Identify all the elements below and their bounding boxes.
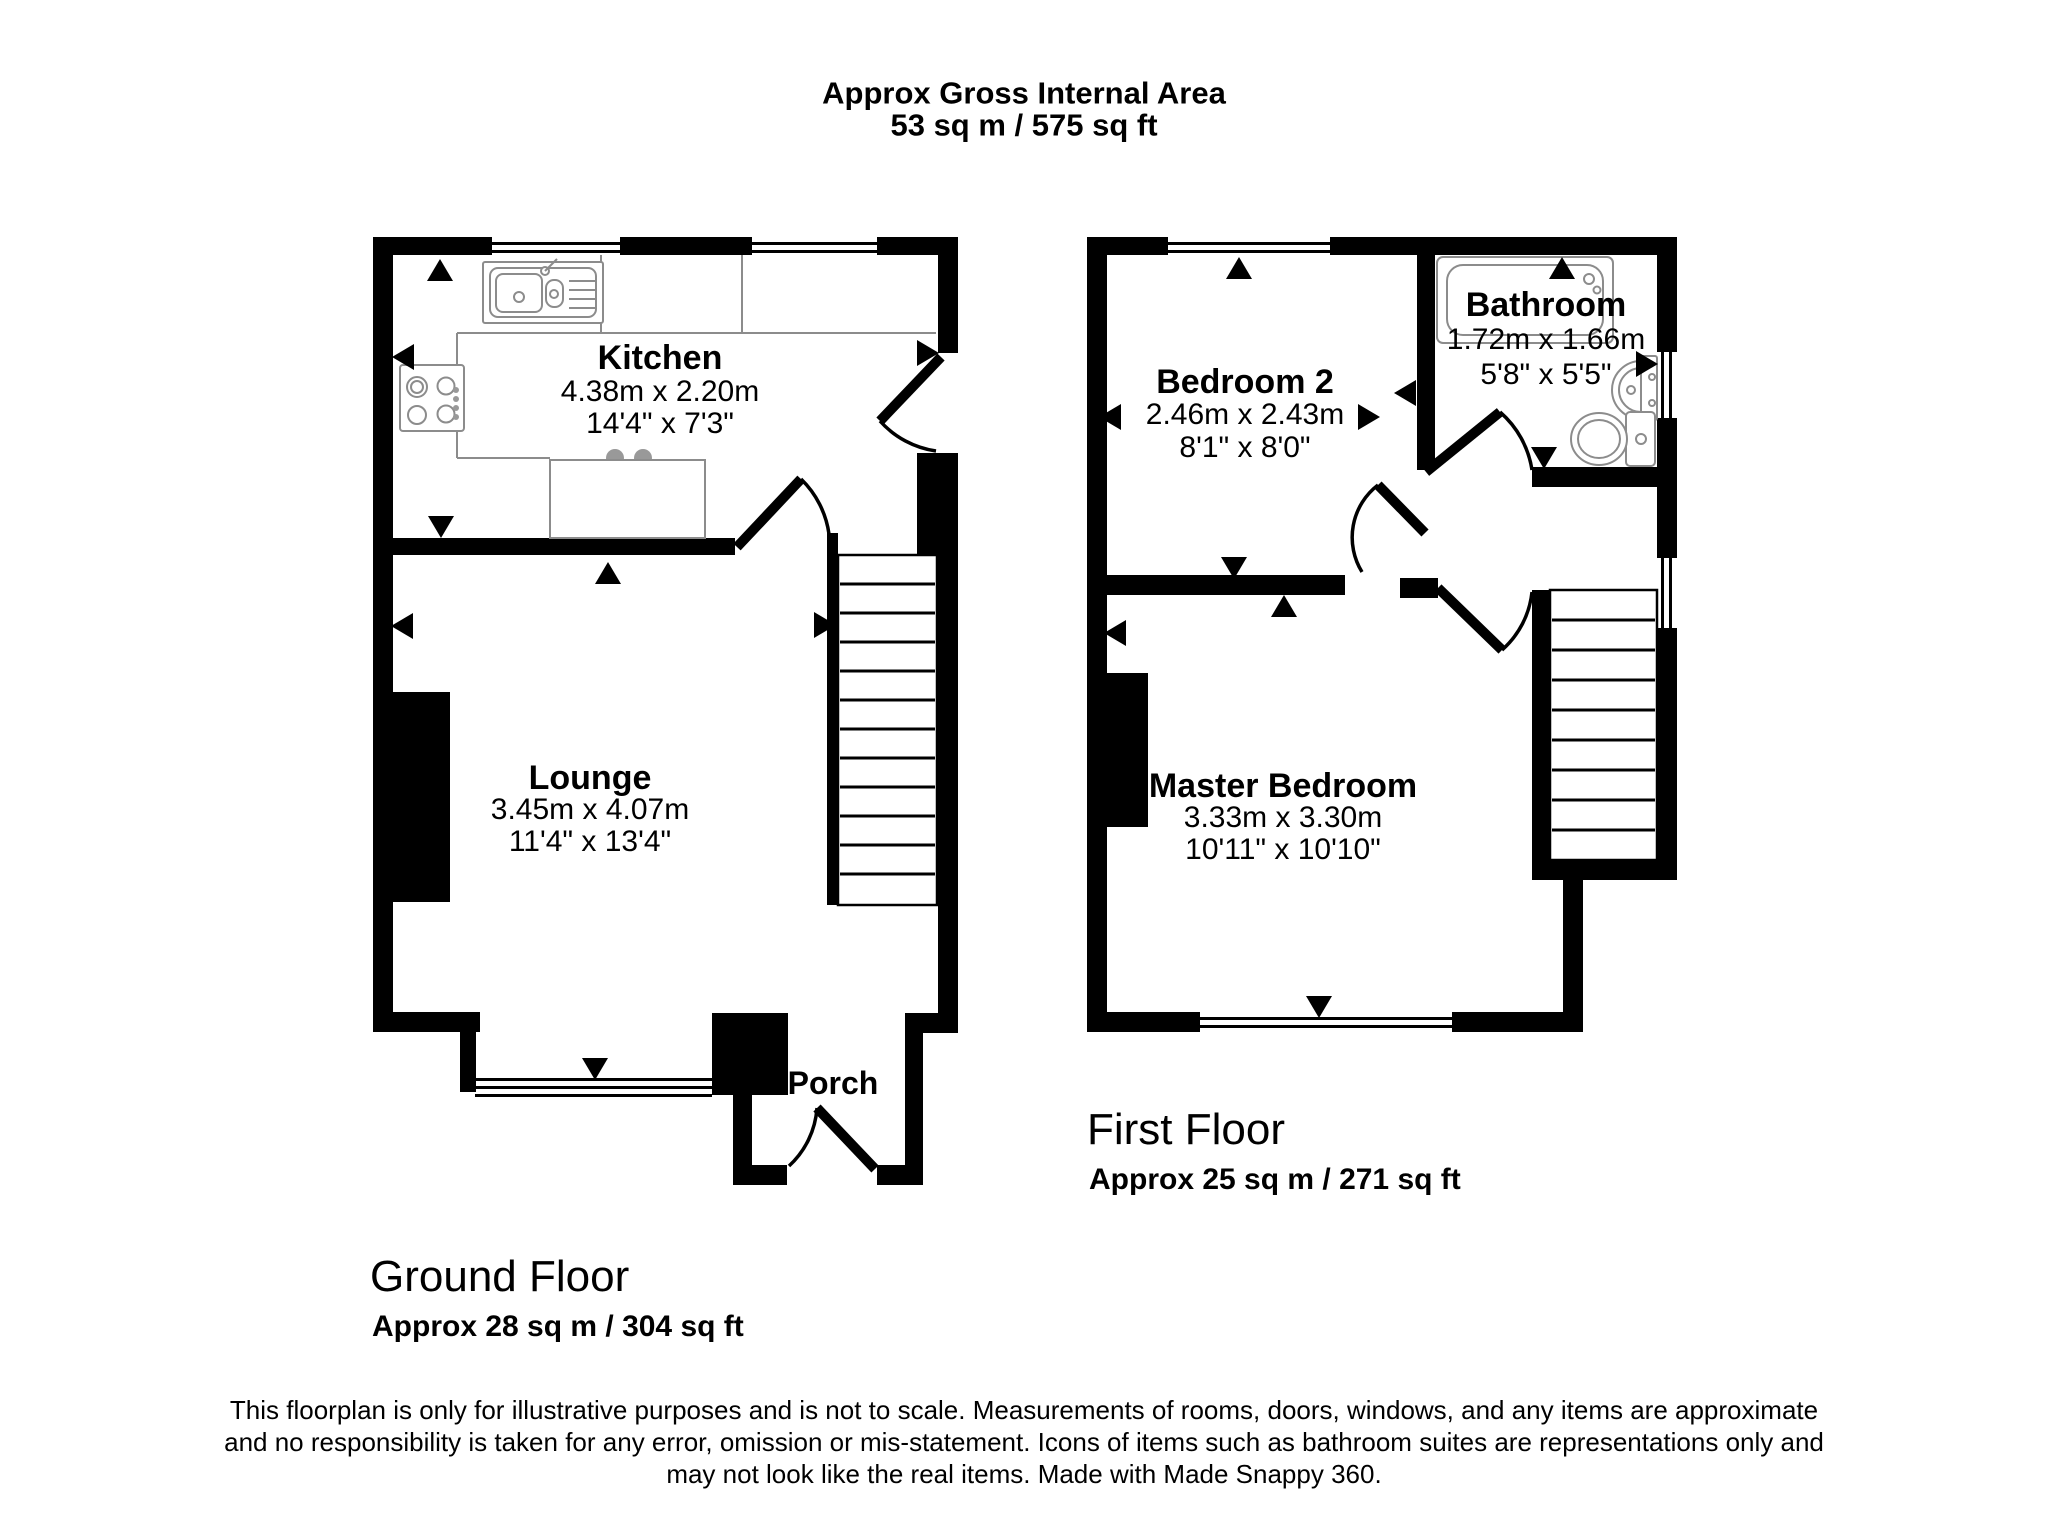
room-dim-lounge-metric: 3.45m x 4.07m: [490, 793, 690, 826]
room-dim-master-metric: 3.33m x 3.30m: [1183, 801, 1383, 834]
wall: [938, 237, 958, 353]
toilet-icon: [1570, 411, 1656, 467]
wall: [827, 533, 838, 905]
room-dim-lounge-imperial: 11'4" x 13'4": [508, 825, 672, 858]
first-floor-area: Approx 25 sq m / 271 sq ft: [1089, 1163, 1461, 1196]
viewpoint-arrow-icon: [428, 516, 454, 538]
viewpoint-arrow-icon: [1636, 351, 1658, 377]
disclaimer-line2: and no responsibility is taken for any e…: [224, 1427, 1824, 1457]
wall: [1532, 590, 1550, 880]
wall: [1532, 860, 1677, 880]
wall: [1400, 578, 1438, 598]
viewpoint-arrow-icon: [1271, 595, 1297, 617]
wall: [905, 1013, 958, 1033]
room-dim-kitchen-metric: 4.38m x 2.20m: [560, 375, 760, 408]
door-arc-icon: [1434, 584, 1534, 654]
viewpoint-arrow-icon: [1306, 996, 1332, 1018]
viewpoint-arrow-icon: [427, 259, 453, 281]
viewpoint-arrow-icon: [1226, 257, 1252, 279]
viewpoint-arrow-icon: [1099, 404, 1121, 430]
room-dim-master-imperial: 10'11" x 10'10": [1185, 833, 1381, 866]
wall: [1563, 880, 1583, 1032]
room-dim-bedroom2-metric: 2.46m x 2.43m: [1145, 398, 1345, 431]
window-icon: [1657, 558, 1677, 628]
first-floor-title: First Floor: [1087, 1105, 1285, 1154]
ground-floor-plan: [373, 237, 958, 1185]
door-arc-icon: [1350, 481, 1429, 573]
room-label-porch: Porch: [787, 1065, 879, 1101]
first-floor-plan: [1087, 237, 1677, 1032]
wall: [938, 555, 958, 1013]
viewpoint-arrow-icon: [1394, 380, 1416, 406]
wall: [877, 1165, 923, 1185]
disclaimer-line3: may not look like the real items. Made w…: [666, 1459, 1382, 1489]
room-label-bathroom: Bathroom: [1465, 286, 1627, 324]
viewpoint-arrow-icon: [1104, 620, 1126, 646]
chimney-breast: [1107, 673, 1148, 827]
wall: [712, 1013, 788, 1095]
viewpoint-arrow-icon: [582, 1058, 608, 1080]
viewpoint-arrow-icon: [1221, 557, 1247, 579]
room-dim-kitchen-imperial: 14'4" x 7'3": [586, 407, 734, 440]
viewpoint-arrow-icon: [1531, 447, 1557, 469]
wall: [1087, 237, 1107, 1032]
wall: [905, 1033, 923, 1185]
page-title-line1: Approx Gross Internal Area: [822, 75, 1226, 111]
wall: [733, 1165, 787, 1185]
staircase-icon: [836, 553, 939, 907]
window-icon: [492, 237, 620, 255]
chimney-breast: [393, 692, 450, 902]
wall: [917, 453, 958, 555]
viewpoint-arrow-icon: [392, 344, 414, 370]
room-label-bedroom2: Bedroom 2: [1156, 363, 1334, 401]
door-arc-icon: [876, 353, 945, 453]
door-arc-icon: [733, 475, 831, 551]
window-icon: [1657, 352, 1677, 418]
room-dim-bathroom-metric: 1.72m x 1.66m: [1446, 323, 1646, 356]
wall: [1532, 467, 1677, 487]
viewpoint-arrow-icon: [814, 612, 836, 638]
wall: [1417, 255, 1435, 470]
room-label-kitchen: Kitchen: [597, 339, 723, 377]
page-title-line2: 53 sq m / 575 sq ft: [890, 107, 1158, 143]
ground-floor-area: Approx 28 sq m / 304 sq ft: [372, 1310, 744, 1343]
window-icon: [475, 1078, 712, 1097]
wall: [733, 1095, 752, 1185]
room-dim-bedroom2-imperial: 8'1" x 8'0": [1179, 431, 1311, 464]
ground-floor-title: Ground Floor: [370, 1252, 630, 1301]
door-arc-icon: [1422, 408, 1534, 476]
wall: [460, 1032, 476, 1092]
viewpoint-arrow-icon: [1358, 404, 1380, 430]
viewpoint-arrow-icon: [917, 340, 939, 366]
window-icon: [1200, 1012, 1452, 1032]
viewpoint-arrow-icon: [595, 562, 621, 584]
wall: [373, 538, 735, 555]
wall: [1087, 575, 1345, 595]
wall: [373, 237, 393, 1032]
viewpoint-arrow-icon: [1549, 257, 1575, 279]
appliance-icon: [549, 449, 706, 539]
wall: [373, 1012, 480, 1032]
staircase-icon: [1548, 588, 1659, 862]
room-label-lounge: Lounge: [528, 759, 652, 797]
room-dim-bathroom-imperial: 5'8" x 5'5": [1480, 358, 1612, 391]
door-arc-icon: [787, 1104, 879, 1173]
window-icon: [1168, 237, 1330, 255]
kitchen-sink-icon: [482, 258, 604, 324]
window-icon: [752, 237, 877, 255]
room-label-master-bedroom: Master Bedroom: [1148, 767, 1418, 805]
disclaimer-line1: This floorplan is only for illustrative …: [229, 1395, 1819, 1425]
hob-icon: [399, 364, 465, 432]
viewpoint-arrow-icon: [391, 613, 413, 639]
